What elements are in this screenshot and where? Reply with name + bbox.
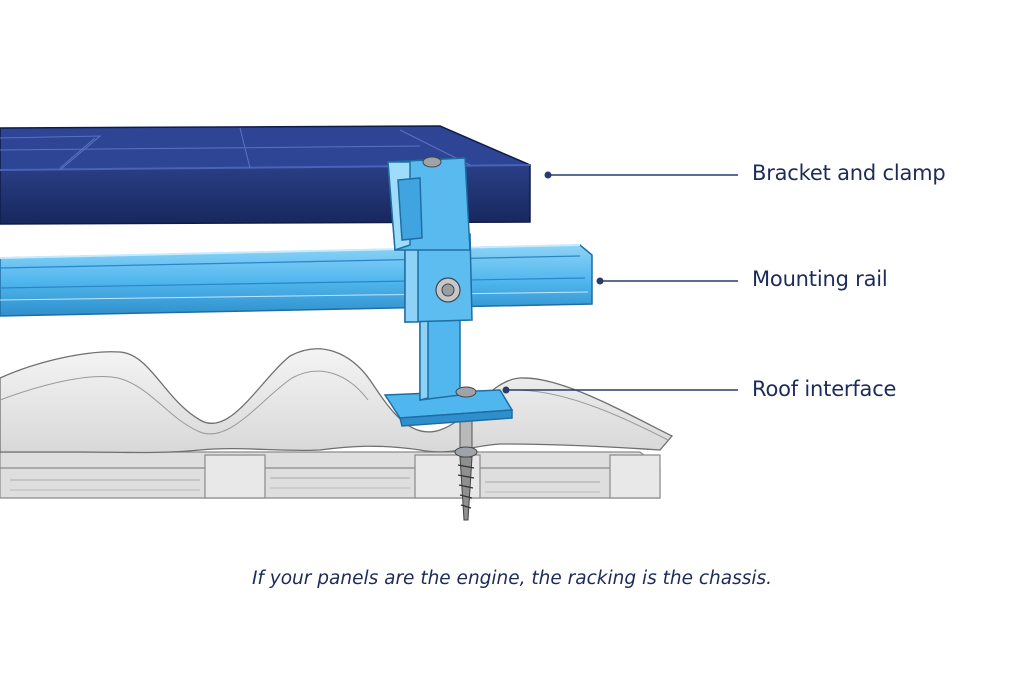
label-roof-interface: Roof interface [752,377,897,401]
leader-dots [502,171,604,394]
label-bracket-and-clamp: Bracket and clamp [752,161,946,185]
corrugated-roof-sheet [0,348,674,454]
mounting-rail [0,244,593,317]
roof-battens [0,451,661,499]
label-mounting-rail: Mounting rail [752,267,888,291]
leader-dot-rail [596,277,604,285]
leader-dot-bracket [544,171,552,179]
caption: If your panels are the engine, the racki… [251,568,773,589]
leader-lines [506,174,738,391]
leader-dot-roof [502,386,510,394]
bracket-assembly [383,156,514,427]
